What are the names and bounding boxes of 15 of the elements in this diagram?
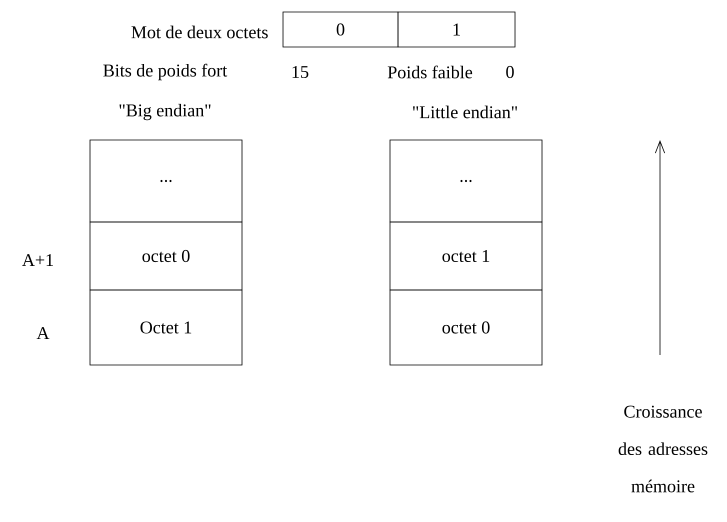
address-label: A+1: [22, 254, 53, 266]
axis-caption: Croissance des adresses mémoire: [618, 406, 708, 492]
bit-number: 0: [506, 66, 514, 78]
memory-cell: ...: [90, 140, 242, 222]
memory-cell: Octet 1: [90, 290, 242, 366]
memory-cell: octet 0: [390, 290, 542, 366]
word-cell: 1: [398, 12, 516, 48]
address-label: A: [36, 327, 50, 339]
word-cell: 0: [282, 12, 398, 48]
bit-number: 15: [292, 66, 308, 78]
memory-cell: ...: [390, 140, 542, 222]
bit-label: Bits de poids fort: [103, 64, 228, 80]
bit-label: Poids faible: [388, 66, 472, 78]
memory-cell: octet 0: [90, 222, 242, 290]
memory-cell: octet 1: [390, 222, 542, 290]
